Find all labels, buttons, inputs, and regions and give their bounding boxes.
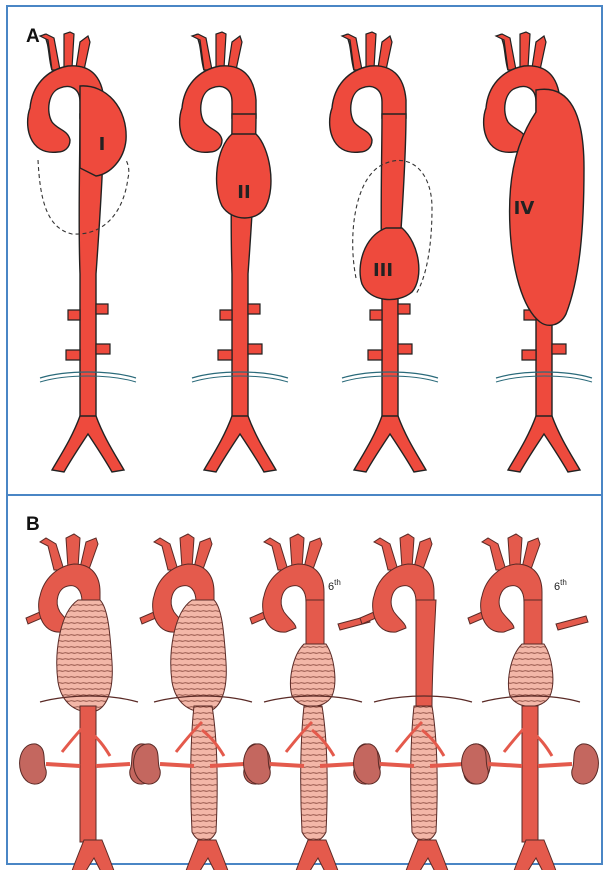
extent-iv-aorta: [354, 534, 491, 870]
type-ii-aorta: [180, 32, 288, 472]
type-iv-aorta: [484, 32, 592, 472]
extent-v-aorta: [462, 534, 599, 870]
type-i-aorta: [28, 32, 136, 472]
extent-iii-aorta: [244, 534, 381, 870]
type-iv-label: IV: [514, 198, 535, 219]
type-ii-label: II: [237, 182, 250, 203]
extent-i-aorta: [20, 534, 157, 870]
rib-label-2: 6th: [554, 578, 567, 593]
type-iii-label: III: [373, 260, 393, 281]
type-i-label: I: [99, 134, 106, 155]
extent-ii-aorta: [134, 534, 271, 870]
type-iii-aorta: [330, 32, 438, 472]
rib-label-1: 6th: [328, 578, 341, 593]
